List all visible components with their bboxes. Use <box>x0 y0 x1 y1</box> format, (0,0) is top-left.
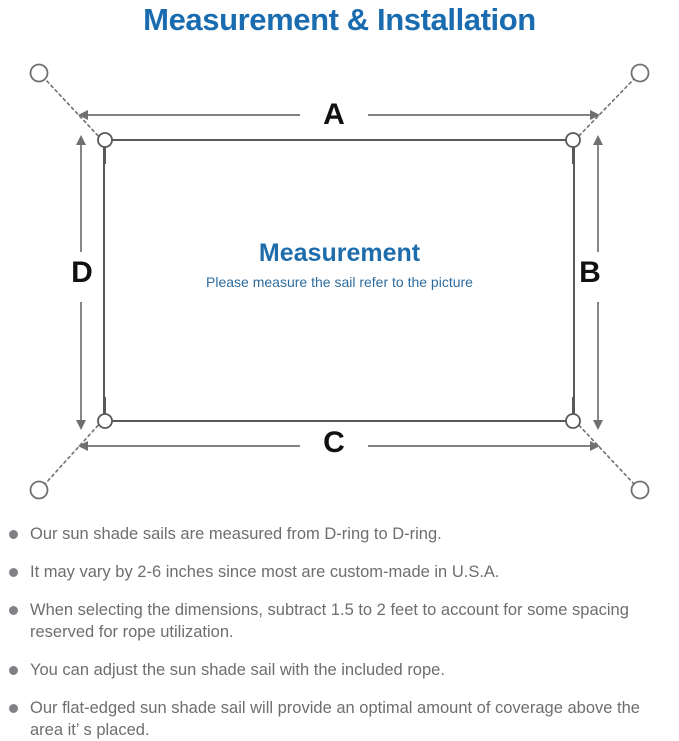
list-item: You can adjust the sun shade sail with t… <box>0 659 665 681</box>
dimension-label-a: A <box>323 98 345 131</box>
d-ring-bottom-right <box>565 413 581 429</box>
list-item: It may vary by 2-6 inches since most are… <box>0 561 665 583</box>
rope-line-top-right <box>574 78 635 141</box>
sail-body <box>103 139 575 422</box>
rope-line-top-left <box>44 78 103 141</box>
sail-diagram-svg <box>29 63 650 500</box>
bullet-icon <box>9 704 18 713</box>
anchor-rings <box>29 63 650 500</box>
page-title: Measurement & Installation <box>143 2 536 37</box>
bullet-icon <box>9 530 18 539</box>
note-text: When selecting the dimensions, subtract … <box>30 601 629 641</box>
sail-corner-overlays <box>104 139 574 422</box>
list-item: Our flat-edged sun shade sail will provi… <box>0 697 665 741</box>
dimension-label-d: D <box>71 256 93 289</box>
note-text: You can adjust the sun shade sail with t… <box>30 661 445 679</box>
anchor-ring-bottom-left <box>29 480 49 500</box>
diagram-center-subtitle: Please measure the sail refer to the pic… <box>206 274 473 290</box>
d-ring-top-right <box>565 132 581 148</box>
bullet-icon <box>9 568 18 577</box>
anchor-ring-top-left <box>29 63 49 83</box>
note-text: Our flat-edged sun shade sail will provi… <box>30 699 640 739</box>
sail-diagram: A B C D Measurement Please measure the s… <box>0 44 679 510</box>
list-item: When selecting the dimensions, subtract … <box>0 599 665 643</box>
bullet-icon <box>9 666 18 675</box>
anchor-ring-top-right <box>630 63 650 83</box>
note-text: It may vary by 2-6 inches since most are… <box>30 563 500 581</box>
dimension-label-b: B <box>579 256 601 289</box>
rope-line-bottom-left <box>44 420 103 485</box>
rope-line-bottom-right <box>574 420 635 485</box>
d-ring-bottom-left <box>97 413 113 429</box>
diagram-center-title: Measurement <box>258 239 421 267</box>
note-text: Our sun shade sails are measured from D-… <box>30 525 442 543</box>
dimension-label-c: C <box>323 426 345 459</box>
bullet-icon <box>9 606 18 615</box>
anchor-ring-bottom-right <box>630 480 650 500</box>
notes-list: Our sun shade sails are measured from D-… <box>0 523 679 741</box>
d-ring-top-left <box>97 132 113 148</box>
rope-lines <box>44 78 635 485</box>
list-item: Our sun shade sails are measured from D-… <box>0 523 665 545</box>
